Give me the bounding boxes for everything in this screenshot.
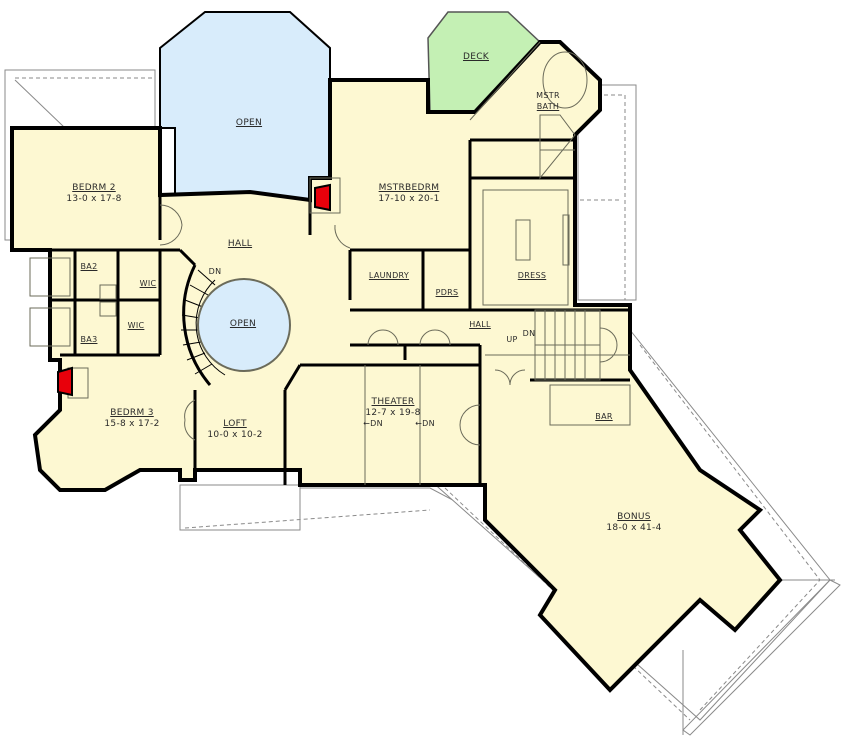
label-hall-east: HALL xyxy=(469,320,491,329)
label-wic2: WIC xyxy=(127,321,145,330)
label-ba3: BA3 xyxy=(80,335,98,344)
tub xyxy=(542,51,588,109)
fixture-lines xyxy=(29,41,631,485)
door-swings xyxy=(159,204,526,446)
label-theater-step2: ←DN xyxy=(415,419,435,428)
label-theater-step1: ←DN xyxy=(363,419,383,428)
label-ba2: BA2 xyxy=(80,262,98,271)
label-deck: DECK xyxy=(462,52,490,62)
label-stair-east-dn: DN xyxy=(522,329,536,338)
fireplace-mstr xyxy=(314,183,331,212)
label-bar: BAR xyxy=(595,412,613,421)
east-stair xyxy=(534,309,618,381)
label-dress: DRESS xyxy=(517,271,547,280)
label-wic1: WIC xyxy=(139,279,157,288)
label-hall-main: HALL xyxy=(227,239,253,249)
label-stair-east-up: UP xyxy=(506,335,518,344)
label-pdrs: PDRS xyxy=(435,288,459,297)
spiral-stair xyxy=(181,264,226,386)
open-area-top xyxy=(159,11,331,202)
open-area-center xyxy=(197,278,291,372)
label-stair-main-dn: DN xyxy=(208,267,222,276)
fireplace-bedrm3 xyxy=(57,366,73,397)
label-open-top: OPEN xyxy=(235,118,263,128)
label-open-center: OPEN xyxy=(229,319,257,329)
label-laundry: LAUNDRY xyxy=(368,271,410,280)
